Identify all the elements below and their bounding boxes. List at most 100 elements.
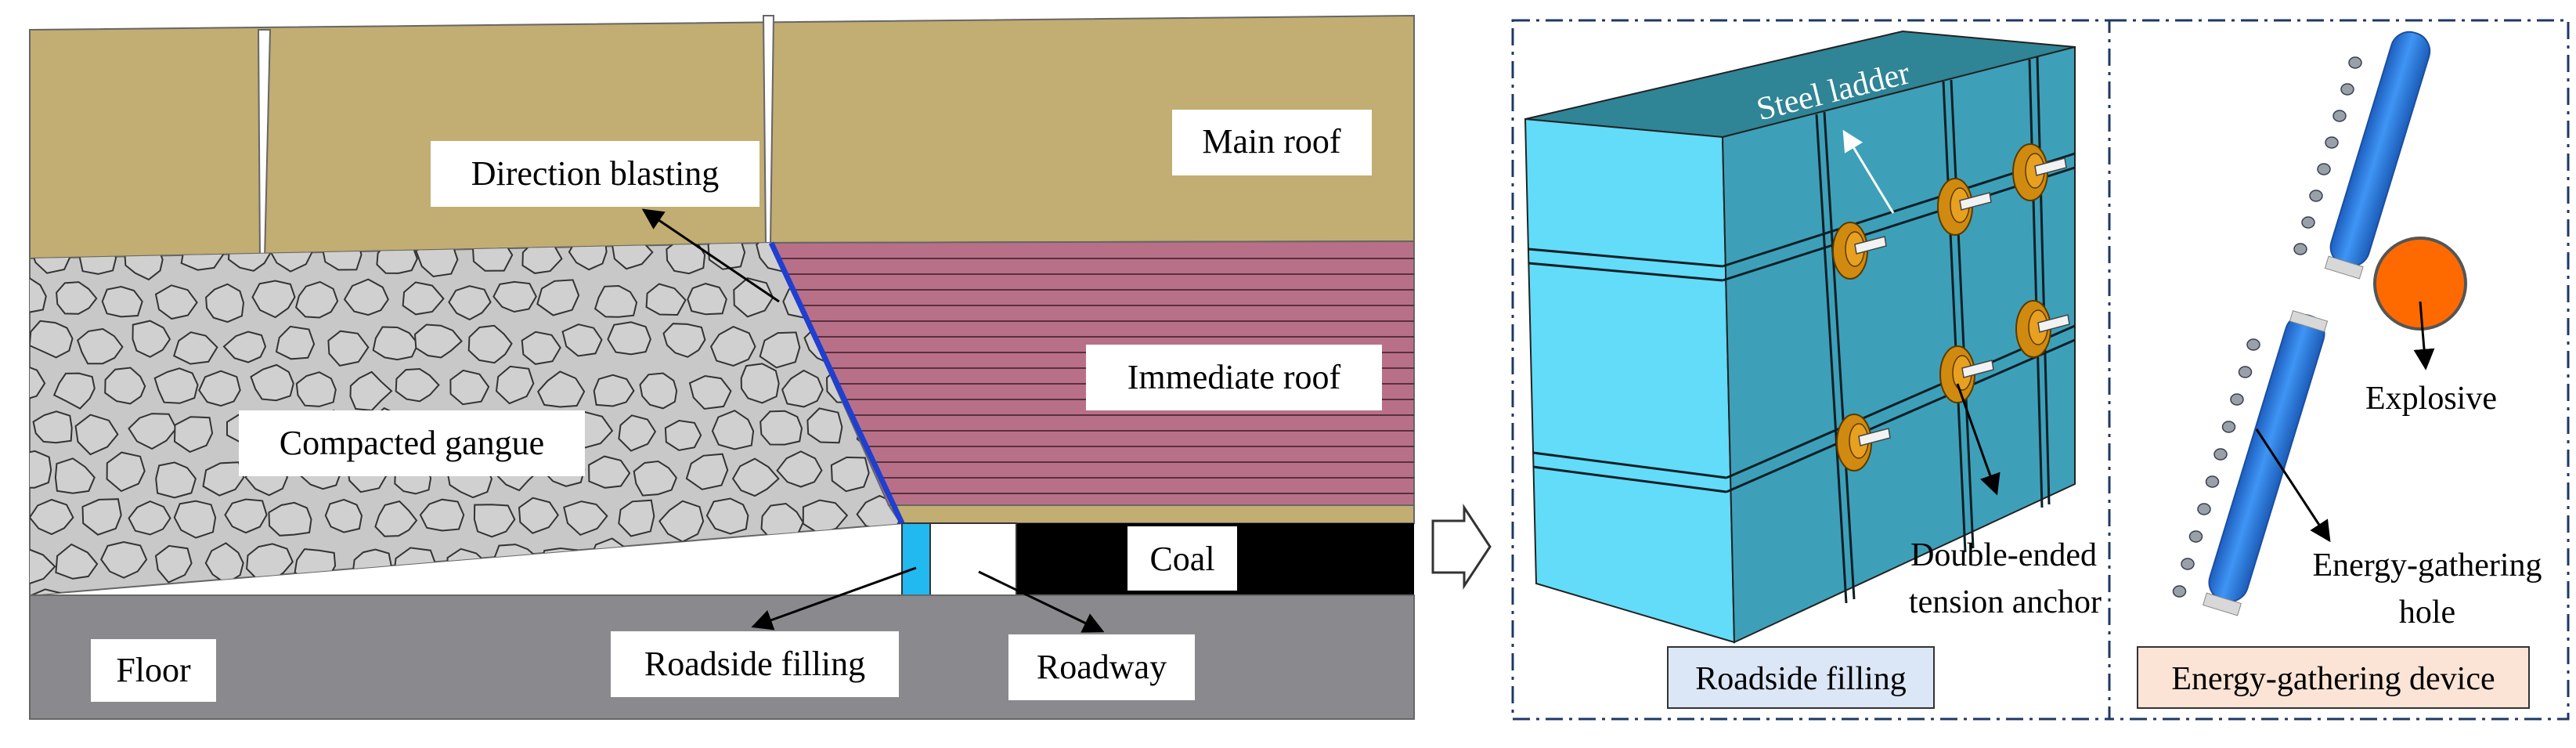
- gangue-rock: [738, 547, 782, 581]
- roadside-filling-caption: Roadside filling: [1695, 661, 1906, 697]
- gangue-rock: [711, 410, 755, 450]
- gangue-rock: [639, 372, 678, 410]
- gangue-rock: [740, 363, 780, 404]
- tension-anchor: [2012, 143, 2067, 201]
- gangue-rock: [204, 542, 244, 585]
- gangue-rock: [779, 539, 825, 575]
- gangue-rock: [449, 369, 490, 406]
- roadway-label-box: [1008, 634, 1195, 700]
- energy-tube-upper: [2324, 31, 2431, 280]
- roadside-filling-arrow: [751, 566, 917, 631]
- gangue-rock: [155, 461, 197, 499]
- gangue-rock: [395, 367, 440, 403]
- energy-gathering-hole: [2238, 366, 2253, 378]
- coal-label: Coal: [1149, 540, 1214, 578]
- gangue-rock: [132, 320, 171, 358]
- gangue-rock: [205, 283, 245, 323]
- explosive-charge: [2373, 237, 2467, 331]
- energy-device-caption-box: [2137, 646, 2530, 709]
- gangue-rock: [52, 372, 96, 410]
- energy-gathering-hole: [2348, 56, 2362, 69]
- gangue-rock: [32, 410, 73, 444]
- coal-roof-band: [887, 504, 1415, 524]
- gangue-rock: [781, 369, 824, 408]
- main-roof-label: Main roof: [1202, 122, 1341, 161]
- gangue-rock: [128, 500, 171, 536]
- immediate-roof-strata: [781, 258, 1414, 494]
- gangue-rock: [733, 277, 774, 318]
- gangue-rock: [30, 362, 46, 403]
- gangue-rock: [467, 324, 513, 364]
- gangue-rock: [77, 327, 124, 365]
- hole-arrow: [2255, 428, 2331, 543]
- gangue-rock: [349, 370, 393, 412]
- roadside-filling-panel: Steel ladder Double-ended tension anchor…: [1511, 19, 2111, 721]
- roadway-label: Roadway: [1037, 648, 1167, 686]
- explosive-label: Explosive: [2365, 381, 2497, 417]
- gangue-rock: [30, 498, 74, 536]
- anchor-arrow: [1956, 383, 2001, 496]
- energy-gathering-hole: [2317, 163, 2331, 175]
- gangue-rock: [54, 457, 96, 494]
- gangue-rock: [413, 323, 463, 359]
- energy-gathering-hole: [2340, 83, 2354, 96]
- gangue-rock: [830, 456, 870, 493]
- gangue-rock: [835, 542, 875, 582]
- roadside-filling-label: Roadside filling: [644, 645, 865, 683]
- gangue-rock: [101, 285, 143, 318]
- energy-gathering-hole: [2309, 190, 2323, 202]
- main-roof-label-box: [1172, 110, 1372, 175]
- roadside-filling-block: [901, 522, 931, 596]
- gangue-rock: [687, 283, 727, 316]
- roadside-filling-caption-box: [1667, 646, 1935, 709]
- transition-arrow: [1431, 504, 1492, 590]
- gangue-rock: [473, 504, 516, 538]
- direction-blasting-arrow: [641, 208, 780, 303]
- immediate-roof-label-box: [1086, 345, 1382, 410]
- gangue-rock: [731, 457, 780, 497]
- roadside-filling-label-box: [611, 631, 899, 697]
- gangue-rock: [495, 365, 535, 405]
- energy-gathering-hole: [2293, 243, 2307, 255]
- gangue-rock: [81, 498, 122, 536]
- gangue-rock: [607, 321, 651, 356]
- roadway-arrow: [978, 570, 1105, 633]
- gangue-rock: [100, 540, 148, 579]
- gangue-rock: [106, 451, 146, 493]
- compacted-gangue-label-box: [239, 410, 585, 476]
- compacted-gangue-label: Compacted gangue: [280, 424, 544, 462]
- gangue-rock: [588, 455, 631, 489]
- gangue-rock: [537, 370, 586, 408]
- gangue-rock: [74, 414, 119, 456]
- gangue-rock: [593, 284, 638, 318]
- gangue-rock: [645, 283, 687, 316]
- energy-gathering-hole: [2230, 393, 2244, 406]
- gangue-rock: [222, 331, 267, 363]
- direction-blasting-label: Direction blasting: [471, 154, 720, 193]
- energy-gathering-holes: [2172, 56, 2362, 598]
- gangue-rock: [374, 500, 418, 537]
- gangue-rock: [662, 323, 706, 358]
- gangue-rock: [55, 543, 99, 580]
- floor-label: Floor: [116, 651, 191, 689]
- gangue-rock: [324, 498, 363, 533]
- gangue-rock: [198, 370, 241, 407]
- gangue-rock: [593, 374, 635, 407]
- energy-gathering-hole: [2213, 448, 2228, 461]
- gangue-rock: [128, 413, 178, 450]
- energy-gathering-hole: [2172, 585, 2187, 598]
- gangue-rock: [776, 450, 823, 488]
- gangue-rock: [30, 450, 52, 489]
- anchor-label-line1: Double-ended: [1910, 537, 2097, 573]
- gangue-rock: [684, 540, 731, 581]
- gangue-rock: [705, 497, 749, 535]
- tension-anchor: [2015, 300, 2070, 358]
- energy-gathering-hole: [2221, 421, 2236, 433]
- gangue-rock: [521, 331, 561, 365]
- gangue-rock: [419, 498, 465, 532]
- energy-gathering-hole: [2181, 558, 2195, 570]
- gangue-rock: [295, 371, 337, 407]
- energy-gathering-hole: [2325, 136, 2339, 149]
- floor-label-box: [91, 639, 216, 702]
